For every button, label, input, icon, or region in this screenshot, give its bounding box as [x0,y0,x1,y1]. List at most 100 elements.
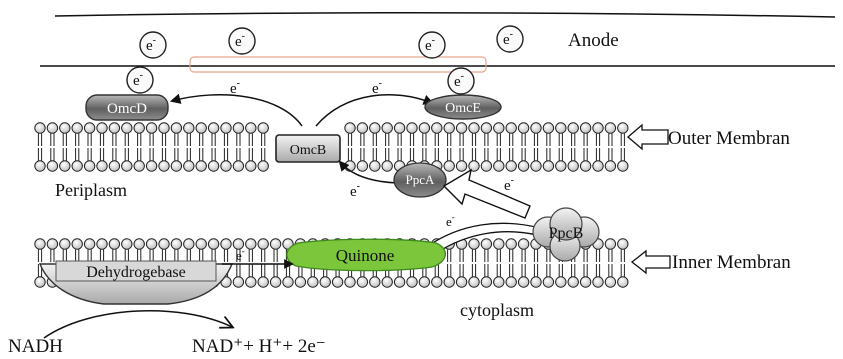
lipid-head [196,239,206,249]
lipid-head [35,277,45,287]
lipid-head [593,161,603,171]
lipid-head [196,161,206,171]
lipid-head [134,123,144,133]
lipid-head [580,277,590,287]
lipid-head [171,123,181,133]
big-open-arrow [444,170,530,218]
lipid-head [208,161,218,171]
lipid-head [518,161,528,171]
arrow-omcb-to-omce [316,95,432,126]
lipid-head [543,161,553,171]
lipid-head [506,277,516,287]
ppcb-to-ppca-arrow: e- [444,170,530,218]
lipid-head [345,123,355,133]
lipid-head [109,123,119,133]
lipid-head [419,123,429,133]
anode-top-line [55,13,835,17]
outer-membrane-arrow [628,125,668,149]
lipid-head [419,277,429,287]
omcb-protein: OmcB [276,135,340,162]
anode-label: Anode [568,30,619,51]
lipid-head [72,239,82,249]
lipid-head [233,277,243,287]
electron-label-omcd: e- [230,78,240,97]
omce-label: OmcE [445,101,481,116]
lipid-head [72,123,82,133]
lipid-head [233,161,243,171]
lipid-head [208,123,218,133]
lipid-head [556,161,566,171]
lipid-head [618,161,628,171]
periplasm-label: Periplasm [55,180,127,200]
electron: e- [127,67,153,93]
dehydrogenase-label: Dehydrogebase [86,264,186,281]
inner-membrane-label: Inner Membran [672,252,791,273]
electron: e- [419,32,445,58]
omc-transfer-arrows: e- e- [172,78,432,126]
lipid-head [543,123,553,133]
lipid-head [122,239,132,249]
lipid-head [295,277,305,287]
lipid-head [370,161,380,171]
lipid-head [370,123,380,133]
ppcb-protein: PpcB [533,208,599,261]
lipid-head [159,239,169,249]
arrow-omcb-to-omcd [172,95,302,126]
lipid-head [84,161,94,171]
nad-products-label: NAD⁺+ H⁺+ 2e⁻ [192,336,326,357]
lipid-head [134,239,144,249]
lipid-head [506,239,516,249]
lipid-head [146,239,156,249]
lipid-head [122,161,132,171]
lipid-head [618,277,628,287]
lipid-head [494,277,504,287]
lipid-head [605,239,615,249]
omce-protein: OmcE [425,95,501,119]
lipid-head [109,239,119,249]
lipid-head [382,161,392,171]
lipid-head [432,123,442,133]
lipid-head [556,123,566,133]
lipid-head [556,277,566,287]
inner-membrane-arrow [632,251,670,273]
lipid-head [394,123,404,133]
lipid-head [605,161,615,171]
lipid-head [345,161,355,171]
lipid-head [184,123,194,133]
ppcb-label: PpcB [549,225,584,242]
outer-membrane-label-group: Outer Membran [628,125,790,149]
lipid-head [35,123,45,133]
lipid-head [518,123,528,133]
lipid-head [246,123,256,133]
omcd-label: OmcD [107,101,147,117]
lipid-head [270,239,280,249]
lipid-head [221,161,231,171]
lipid-head [345,277,355,287]
lipid-head [320,277,330,287]
anode-highlight [190,57,486,72]
lipid-head [444,277,454,287]
omcd-protein: OmcD [86,95,168,120]
lipid-head [47,161,57,171]
lipid-head [146,123,156,133]
lipid-head [221,123,231,133]
lipid-head [357,161,367,171]
lipid-head [122,123,132,133]
electron-label-ppcb-ppca: e- [504,175,514,194]
ppca-label: PpcA [406,172,436,187]
lipid-head [506,161,516,171]
inner-membrane-label-group: Inner Membran [632,251,791,273]
lipid-head [283,277,293,287]
lipid-head [407,277,417,287]
lipid-head [469,239,479,249]
lipid-head [84,239,94,249]
lipid-head [246,161,256,171]
lipid-head [382,123,392,133]
lipid-head [518,277,528,287]
lipid-head [531,277,541,287]
lipid-head [469,123,479,133]
lipid-head [456,161,466,171]
lipid-head [618,123,628,133]
electron: e- [229,28,255,54]
lipid-head [159,161,169,171]
